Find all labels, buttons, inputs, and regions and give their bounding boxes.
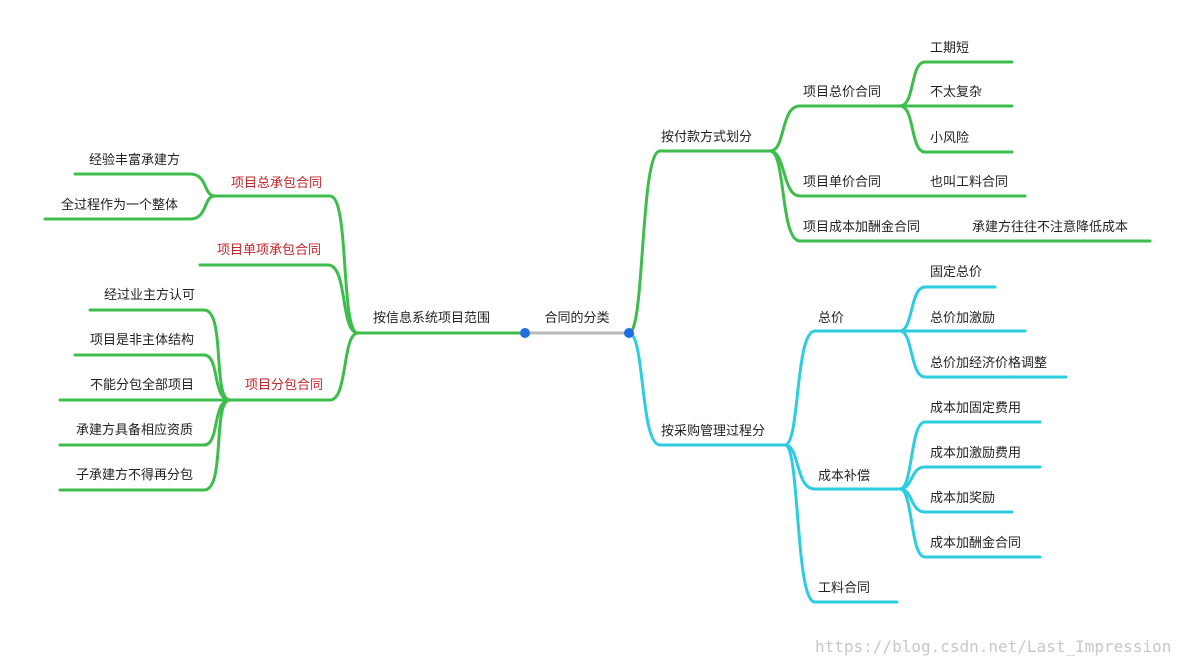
node-left-1[interactable]: 项目总承包合同 xyxy=(231,176,322,191)
node-left-3[interactable]: 项目分包合同 xyxy=(245,378,323,393)
link-left-1-1 xyxy=(73,172,217,198)
leaf-left-3-4[interactable]: 承建方具备相应资质 xyxy=(76,422,193,438)
leaf-left-3-5[interactable]: 子承建方不得再分包 xyxy=(76,467,193,483)
leaf-left-3-2[interactable]: 项目是非主体结构 xyxy=(90,333,194,348)
link-rb-1 xyxy=(783,329,902,447)
leaf-rb-1-1[interactable]: 固定总价 xyxy=(930,265,982,280)
link-rt-1-1 xyxy=(898,60,1014,108)
link-left-3-1 xyxy=(88,308,232,402)
leaf-rb-2-2[interactable]: 成本加激励费用 xyxy=(930,446,1021,461)
center-node-right[interactable] xyxy=(624,328,634,338)
node-rt-1[interactable]: 项目总价合同 xyxy=(803,85,881,100)
link-right-bottom xyxy=(627,331,787,447)
leaf-rt-1-1[interactable]: 工期短 xyxy=(930,41,969,56)
link-left-2 xyxy=(198,263,360,335)
leaf-left-1-2[interactable]: 全过程作为一个整体 xyxy=(61,197,178,213)
node-right-bottom[interactable]: 按采购管理过程分 xyxy=(661,423,765,439)
leaf-left-3-3[interactable]: 不能分包全部项目 xyxy=(90,377,194,393)
node-rt-3[interactable]: 项目成本加酬金合同 xyxy=(803,219,920,235)
leaf-rt-2-1[interactable]: 也叫工料合同 xyxy=(930,175,1008,190)
leaf-left-3-1[interactable]: 经过业主方认可 xyxy=(104,287,195,303)
link-rb-2-4 xyxy=(898,487,1042,559)
link-rt-1 xyxy=(768,104,902,153)
leaf-rt-3-1[interactable]: 承建方往往不注意降低成本 xyxy=(972,219,1128,235)
link-rb-2-2 xyxy=(898,465,1042,491)
link-left-3-5 xyxy=(58,398,232,492)
leaf-rt-1-2[interactable]: 不太复杂 xyxy=(930,85,982,100)
link-left-1-2 xyxy=(43,194,217,221)
center-node-left[interactable] xyxy=(520,328,530,338)
link-right-top xyxy=(627,149,772,335)
leaf-rb-1-2[interactable]: 总价加激励 xyxy=(930,311,995,326)
link-rt-1-3 xyxy=(898,104,1014,154)
link-rt-3 xyxy=(768,149,1152,243)
center-topic[interactable]: 合同的分类 xyxy=(544,310,609,326)
node-right-top[interactable]: 按付款方式划分 xyxy=(661,129,752,145)
link-left-3 xyxy=(228,331,360,402)
leaf-left-1-1[interactable]: 经验丰富承建方 xyxy=(89,152,180,168)
link-rb-3 xyxy=(783,443,899,604)
link-rb-2 xyxy=(783,443,902,491)
watermark: https://blog.csdn.net/Last_Impression xyxy=(815,637,1171,656)
node-rb-3[interactable]: 工料合同 xyxy=(818,581,870,596)
link-rb-2-1 xyxy=(898,420,1042,491)
link-rb-1-3 xyxy=(898,329,1068,379)
node-left-main[interactable]: 按信息系统项目范围 xyxy=(373,310,490,326)
leaf-rb-2-1[interactable]: 成本加固定费用 xyxy=(930,401,1021,416)
leaf-rb-2-4[interactable]: 成本加酬金合同 xyxy=(930,535,1021,551)
link-left-3-2 xyxy=(73,353,232,402)
link-rb-1-1 xyxy=(898,285,997,333)
node-rt-2[interactable]: 项目单价合同 xyxy=(803,175,881,190)
link-left-1 xyxy=(213,194,360,335)
leaf-rb-1-3[interactable]: 总价加经济价格调整 xyxy=(930,355,1047,371)
node-left-2[interactable]: 项目单项承包合同 xyxy=(217,243,321,258)
node-rb-2[interactable]: 成本补偿 xyxy=(818,469,870,484)
leaf-rt-1-3[interactable]: 小风险 xyxy=(930,131,969,146)
leaf-rb-2-3[interactable]: 成本加奖励 xyxy=(930,491,995,506)
node-rb-1[interactable]: 总价 xyxy=(818,311,844,326)
